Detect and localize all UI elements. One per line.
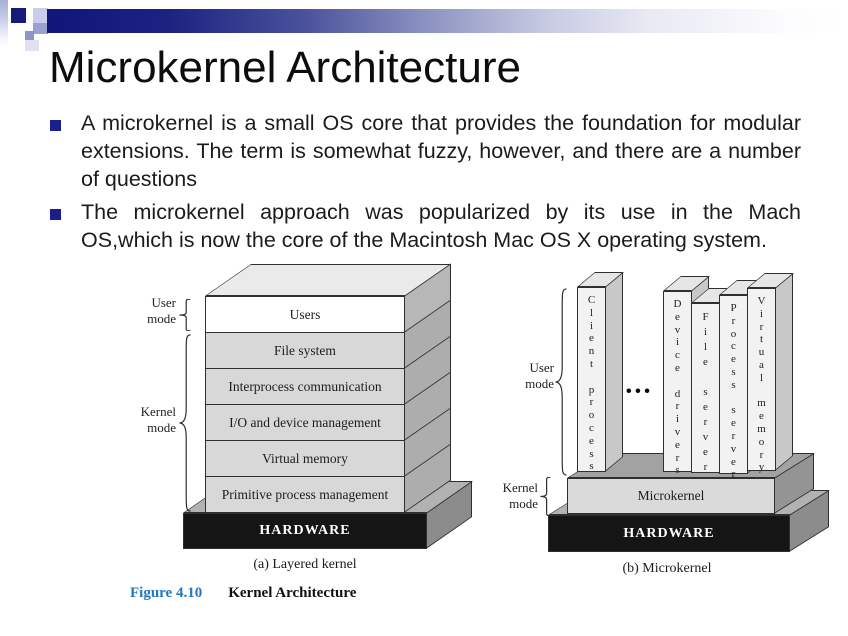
user-mode-brace bbox=[179, 299, 191, 331]
bullet-icon bbox=[50, 209, 61, 220]
pillar-side-face bbox=[605, 272, 623, 472]
layer-file-system: File system bbox=[205, 332, 405, 369]
figure-title: Kernel Architecture bbox=[228, 585, 357, 601]
slide-title: Microkernel Architecture bbox=[49, 43, 521, 92]
caption-layered: (a) Layered kernel bbox=[253, 557, 357, 572]
hardware-block: HARDWARE bbox=[548, 515, 790, 552]
microkernel-box: Microkernel bbox=[567, 478, 775, 514]
pillar-virtual-memory: V i r t u a l m e m o r y bbox=[747, 288, 776, 474]
pillar-label: D e v i c e d r i v e r s bbox=[673, 298, 682, 477]
pillar-process-server: P r o c e s s s e r v e r bbox=[719, 295, 748, 480]
pillar-label: P r o c e s s s e r v e r bbox=[730, 302, 737, 481]
pillar-label: V i r t u a l m e m o r y bbox=[757, 295, 766, 474]
decor-square-light bbox=[33, 8, 48, 23]
layer-label: Interprocess communication bbox=[228, 378, 382, 394]
hardware-label: HARDWARE bbox=[623, 525, 715, 541]
kernel-mode-label: Kernel mode bbox=[140, 404, 176, 435]
decor-square-pale bbox=[25, 40, 39, 51]
decor-square-small bbox=[25, 31, 34, 40]
bullet-icon bbox=[50, 120, 61, 131]
pillar-file-server: F i l e s e r v e r bbox=[691, 303, 720, 473]
layer-virtual-memory: Virtual memory bbox=[205, 440, 405, 477]
user-mode-label: User mode bbox=[525, 360, 554, 391]
layer-label: Primitive process management bbox=[221, 486, 389, 502]
kernel-mode-label: Kernel mode bbox=[502, 480, 538, 511]
layer-primitive-process: Primitive process management bbox=[205, 476, 405, 513]
microkernel-label: Microkernel bbox=[637, 488, 705, 503]
layer-label: File system bbox=[274, 342, 336, 358]
pillar-client-process: C l i e n t p r o c e s s bbox=[577, 287, 606, 472]
figure-number: Figure 4.10 bbox=[130, 585, 203, 601]
layer-label: I/O and device management bbox=[229, 414, 381, 430]
layer-ipc: Interprocess communication bbox=[205, 368, 405, 405]
layer-label: Users bbox=[289, 306, 321, 322]
kernel-mode-brace bbox=[540, 477, 551, 516]
ellipsis-dots: ••• bbox=[626, 383, 654, 400]
pillar-label: C l i e n t p r o c e s s bbox=[587, 294, 596, 473]
decor-square-navy bbox=[11, 8, 26, 23]
bullet-text-1: A microkernel is a small OS core that pr… bbox=[81, 111, 801, 191]
user-mode-brace bbox=[555, 288, 567, 476]
figure-caption: Figure 4.10 Kernel Architecture bbox=[130, 585, 356, 602]
layer-io: I/O and device management bbox=[205, 404, 405, 441]
caption-microkernel: (b) Microkernel bbox=[622, 561, 712, 576]
decor-square-mid bbox=[33, 23, 48, 34]
kernel-mode-brace bbox=[179, 334, 191, 512]
bullet-text-2: The microkernel approach was popularized… bbox=[81, 200, 801, 252]
user-mode-label: User mode bbox=[147, 295, 176, 326]
pillar-label: F i l e s e r v e r bbox=[702, 311, 709, 473]
layer-users: Users bbox=[205, 296, 405, 333]
decor-strip bbox=[0, 0, 8, 47]
hardware-block: HARDWARE bbox=[183, 513, 427, 549]
pillar-side-face bbox=[775, 273, 793, 471]
layer-label: Virtual memory bbox=[262, 450, 348, 466]
hardware-label: HARDWARE bbox=[259, 523, 351, 538]
pillar-device-drivers: D e v i c e d r i v e r s bbox=[663, 291, 692, 476]
header-gradient-bar bbox=[47, 9, 848, 33]
